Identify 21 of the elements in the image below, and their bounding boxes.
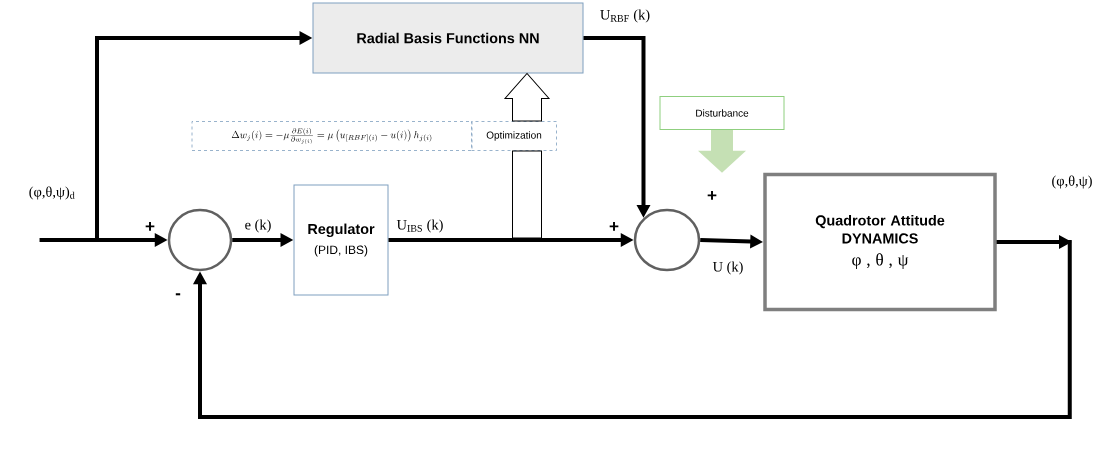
formula-box: $\Delta w_j(i) = -\mu \frac{\partial E(i)}{\partial w_{j(i)}} = \mu\left(u_{[RBF](i)} - u(i)\right) h_{j(i)}$ — [191, 121, 473, 151]
neural-network-box: Radial Basis Functions NN — [312, 2, 584, 74]
edge-label: U (k) — [711, 260, 745, 276]
block-arrow — [698, 130, 746, 173]
arrow — [193, 240, 1072, 419]
hollow-arrow-shaft — [512, 150, 542, 239]
sign-label: + — [707, 190, 717, 200]
plant-box: Quadrotor Attitude DYNAMICS φ , θ , ψ — [763, 172, 997, 312]
regulator-box: Regulator (PID, IBS) — [293, 184, 389, 296]
edge-label: e (k) — [243, 218, 273, 234]
edge-label: U$_{IBS}$ (k) — [395, 218, 445, 234]
sign-label: + — [609, 221, 619, 231]
output-label: (φ,θ,ψ) — [1052, 175, 1092, 189]
edge-label: U$_{RBF}$ (k) — [598, 8, 652, 24]
hollow-arrow — [504, 73, 550, 122]
sign-label: - — [175, 293, 181, 296]
disturbance-box: Disturbance — [659, 96, 785, 130]
sign-label: + — [145, 221, 155, 231]
summing-junction — [633, 208, 701, 272]
summing-junction — [167, 208, 233, 272]
input-label: (φ,θ,ψ)$_{d}$ — [29, 186, 75, 200]
